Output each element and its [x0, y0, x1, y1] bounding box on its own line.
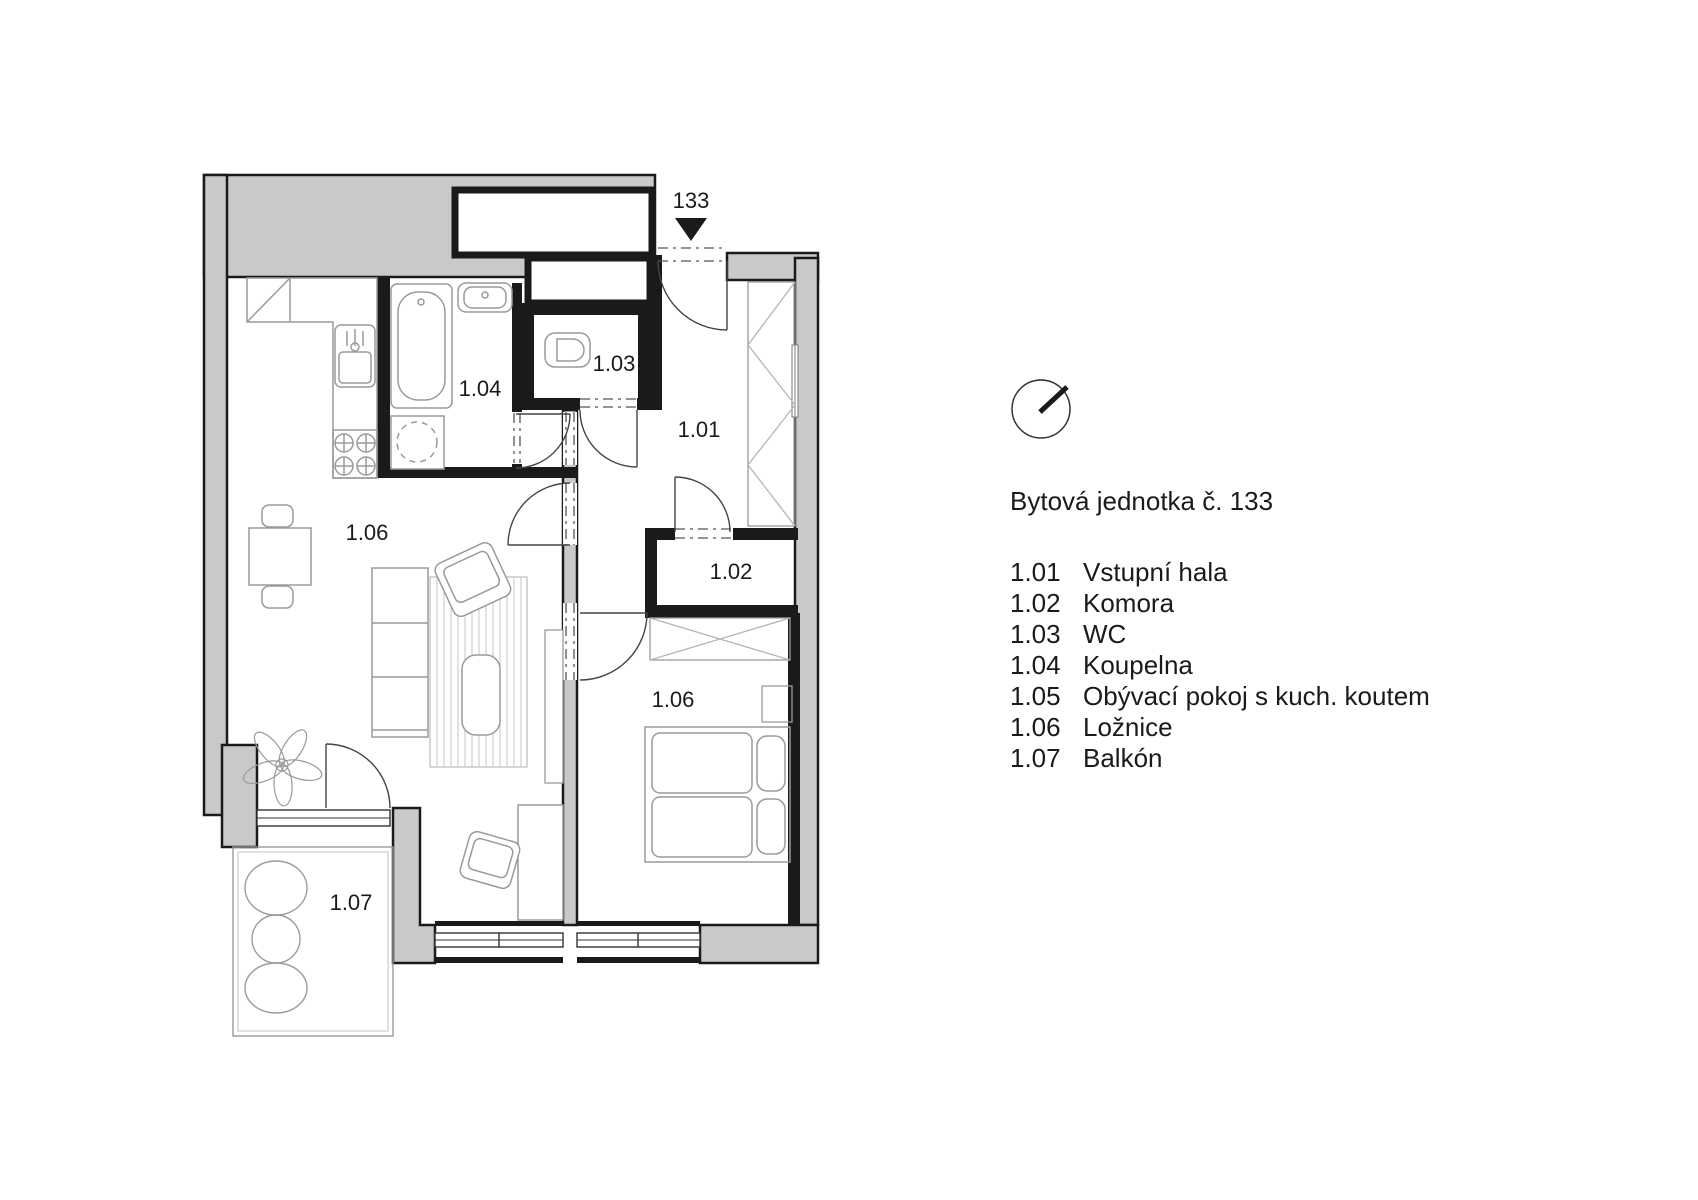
desk	[517, 804, 564, 921]
washing-machine	[390, 415, 445, 470]
bathtub	[390, 283, 453, 409]
balcony-chair-1	[244, 860, 308, 916]
sill-bedroom-top	[577, 921, 700, 926]
wall-bath-right-lower	[512, 464, 522, 478]
doors	[325, 260, 731, 809]
legend-row: 1.07 Balkón	[1010, 743, 1570, 774]
kitchen-sink	[334, 324, 376, 388]
washbasin	[457, 282, 513, 313]
legend-room-number: 1.07	[1010, 743, 1061, 773]
wall-bedroom-top	[645, 605, 798, 618]
komora-door	[674, 476, 731, 533]
legend-room-number: 1.04	[1010, 650, 1061, 680]
living-door	[507, 482, 571, 546]
kitchen-counter	[246, 277, 378, 479]
sill-bedroom-bottom	[577, 957, 700, 963]
balcony-door-window	[256, 809, 391, 827]
bedroom-door	[579, 612, 648, 681]
wall-left	[202, 173, 229, 817]
bed	[644, 726, 791, 863]
legend: Bytová jednotka č. 133 1.01 Vstupní hala …	[1010, 486, 1570, 774]
legend-room-number: 1.06	[1010, 712, 1061, 742]
bath-door	[515, 413, 571, 469]
tv-bench	[544, 629, 564, 784]
balcony	[232, 846, 394, 1037]
wall-bedroom-right	[788, 613, 800, 925]
legend-row: 1.04 Koupelna	[1010, 650, 1570, 681]
room-label-wc: 1.03	[593, 351, 636, 376]
desk-chair	[459, 830, 521, 890]
armchair	[434, 542, 512, 618]
sill-living-top	[435, 921, 563, 926]
bedroom-wardrobe	[649, 617, 791, 661]
legend-room-name: Balkón	[1083, 743, 1163, 773]
balcony-chair-2	[244, 962, 308, 1014]
cooktop	[332, 429, 378, 479]
nightstand	[761, 685, 793, 723]
balcony-door	[325, 743, 391, 809]
wc-shelf-niche	[524, 254, 654, 307]
corner-cabinet-diagonal	[246, 277, 291, 323]
door-openings	[326, 247, 733, 819]
legend-room-number: 1.05	[1010, 681, 1061, 711]
entry-marker: 133	[673, 188, 710, 241]
wall-bottom-right-block	[698, 923, 820, 965]
legend-row: 1.05 Obývací pokoj s kuch. koutem	[1010, 681, 1570, 712]
sofa	[371, 567, 429, 738]
legend-room-name: Vstupní hala	[1083, 557, 1228, 587]
shaft-niche	[451, 186, 656, 259]
toilet	[544, 332, 591, 368]
sill-living-bottom	[435, 957, 563, 963]
wall-bath-left	[377, 277, 390, 478]
legend-room-name: WC	[1083, 619, 1127, 649]
coffee-table	[461, 654, 501, 736]
dining-set	[248, 504, 312, 609]
wc-interior	[534, 315, 638, 398]
legend-room-name: Koupelna	[1083, 650, 1193, 680]
room-label-komora: 1.02	[710, 559, 753, 584]
legend-room-number: 1.01	[1010, 557, 1061, 587]
living-window	[434, 932, 564, 948]
wc-door	[579, 409, 638, 468]
legend-room-name: Komora	[1083, 588, 1175, 618]
unit-number-label: 133	[673, 188, 710, 213]
hall-wardrobe	[747, 281, 796, 527]
wall-bath-right-upper	[512, 283, 522, 412]
legend-row: 1.02 Komora	[1010, 588, 1570, 619]
bathroom	[390, 282, 591, 470]
wall-bath-bottom	[377, 467, 577, 478]
room-labels: 1.01 1.02 1.03 1.04 1.06 1.06 1.07	[330, 351, 753, 915]
compass-icon	[1011, 379, 1071, 439]
kitchen	[246, 277, 378, 479]
entry-door	[657, 260, 728, 331]
room-label-bedroom: 1.06	[652, 687, 695, 712]
room-label-hall: 1.01	[678, 417, 721, 442]
legend-list: 1.01 Vstupní hala 1.02 Komora 1.03 WC 1.04 K…	[1010, 557, 1570, 774]
entry-arrow-icon	[675, 218, 707, 241]
wall-komora-left	[645, 528, 657, 615]
room-label-living: 1.06	[346, 520, 389, 545]
wall-left-corner-block	[220, 743, 259, 849]
legend-title: Bytová jednotka č. 133	[1010, 486, 1274, 516]
room-label-balcony: 1.07	[330, 890, 373, 915]
legend-room-name: Obývací pokoj s kuch. koutem	[1083, 681, 1430, 711]
legend-room-number: 1.03	[1010, 619, 1061, 649]
room-label-bath: 1.04	[459, 376, 502, 401]
legend-row: 1.01 Vstupní hala	[1010, 557, 1570, 588]
legend-row: 1.03 WC	[1010, 619, 1570, 650]
wall-balcony-pillar	[391, 806, 437, 965]
windows	[256, 809, 701, 948]
plant	[242, 729, 323, 807]
legend-row: 1.06 Ložnice	[1010, 712, 1570, 743]
legend-room-name: Ložnice	[1083, 712, 1173, 742]
balcony-table	[251, 914, 301, 964]
legend-room-number: 1.02	[1010, 588, 1061, 618]
bedroom-window	[576, 932, 701, 948]
